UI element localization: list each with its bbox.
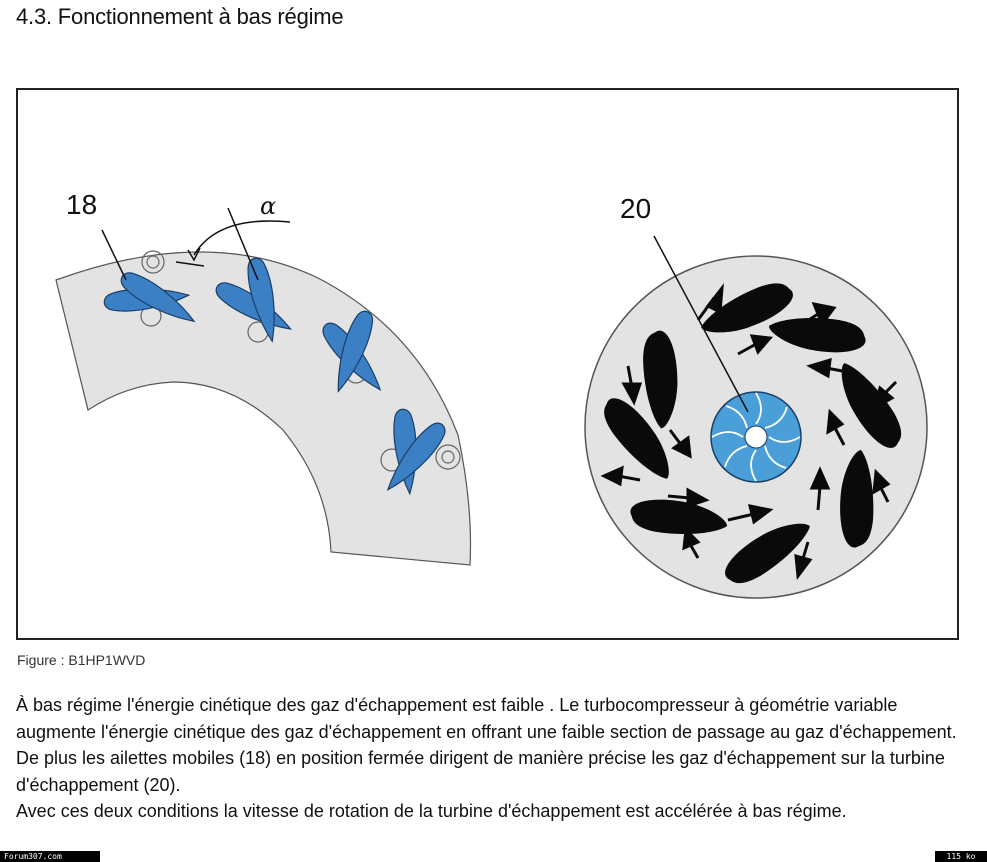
flow-arrow	[668, 429, 692, 459]
figure-caption: Figure : B1HP1WVD	[17, 652, 146, 668]
turbine-wheel	[710, 391, 802, 483]
footer-size-label: 115 ko	[935, 851, 987, 862]
figure-frame: 18 α	[16, 88, 959, 640]
alpha-angle-arc	[193, 220, 291, 256]
flow-arrow	[826, 408, 846, 446]
flow-arrow	[794, 541, 813, 580]
label-alpha: α	[260, 192, 276, 220]
alpha-arrow-head	[187, 247, 201, 262]
leader-line-18	[101, 229, 127, 281]
flow-arrow	[809, 466, 831, 511]
flow-arrow	[600, 465, 641, 487]
alpha-reference-line	[175, 261, 205, 267]
section-title: 4.3. Fonctionnement à bas régime	[16, 4, 344, 29]
flow-arrow	[667, 487, 710, 509]
flow-arrow	[727, 504, 774, 525]
pivot-ring	[441, 450, 455, 464]
alpha-reference-line	[227, 207, 259, 281]
flow-arrow	[621, 365, 643, 406]
flow-arrow	[696, 283, 724, 321]
flow-arrow	[682, 526, 701, 559]
footer-site-label: Forum307.com	[0, 851, 100, 862]
paragraph: Avec ces deux conditions la vitesse de r…	[16, 801, 847, 821]
flow-arrow	[871, 380, 898, 412]
pivot-ring	[146, 255, 160, 269]
pivot-ring	[141, 250, 165, 274]
flow-arrow	[872, 468, 891, 503]
flow-arrow	[795, 301, 837, 330]
pivot-ring	[435, 444, 461, 470]
label-18: 18	[66, 189, 97, 220]
vane-ring-diagram: 18 α	[55, 189, 472, 566]
paragraph: De plus les ailettes mobiles (18) en pos…	[16, 748, 945, 795]
body-text: À bas régime l'énergie cinétique des gaz…	[16, 692, 976, 825]
paragraph: À bas régime l'énergie cinétique des gaz…	[16, 695, 957, 742]
label-20: 20	[620, 193, 651, 224]
leader-line-20	[653, 235, 749, 413]
flow-arrow	[806, 357, 849, 379]
turbine-diagram: 20	[584, 193, 928, 599]
flow-arrow	[737, 334, 773, 356]
figure-illustration: 18 α	[55, 189, 928, 599]
